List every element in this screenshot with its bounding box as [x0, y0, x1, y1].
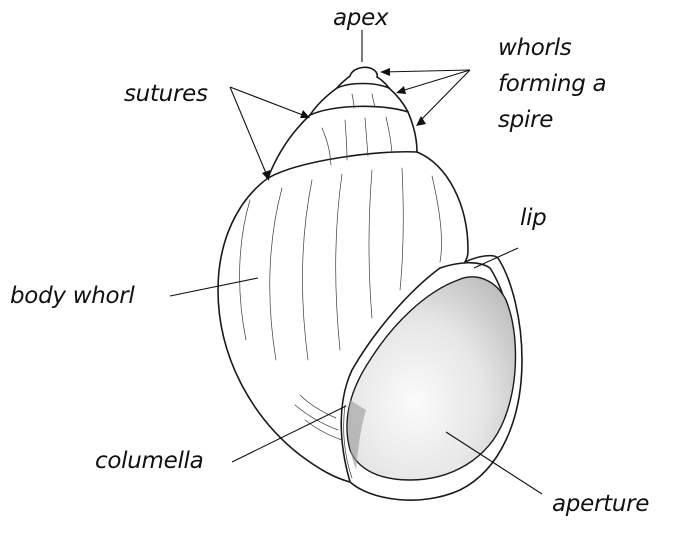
whorls-label-line1: whorls	[498, 34, 572, 62]
aperture-opening	[347, 277, 516, 480]
sutures-leader-1	[230, 87, 308, 117]
lip-label: lip	[520, 204, 546, 232]
columella-label: columella	[95, 447, 203, 475]
lip-leader	[474, 248, 518, 268]
whorls-leader-1	[382, 70, 470, 72]
body-whorl-label: body whorl	[10, 282, 135, 310]
columella-leader	[232, 406, 346, 462]
sutures-label: sutures	[124, 80, 208, 108]
spire-whorls	[268, 67, 417, 178]
whorls-label-line3: spire	[498, 106, 553, 134]
aperture-label: aperture	[552, 490, 649, 518]
sutures-leader-2	[230, 87, 268, 178]
whorls-label-line2: forming a	[498, 70, 606, 98]
apex-label: apex	[333, 4, 388, 32]
body-whorl-leader	[170, 278, 258, 296]
